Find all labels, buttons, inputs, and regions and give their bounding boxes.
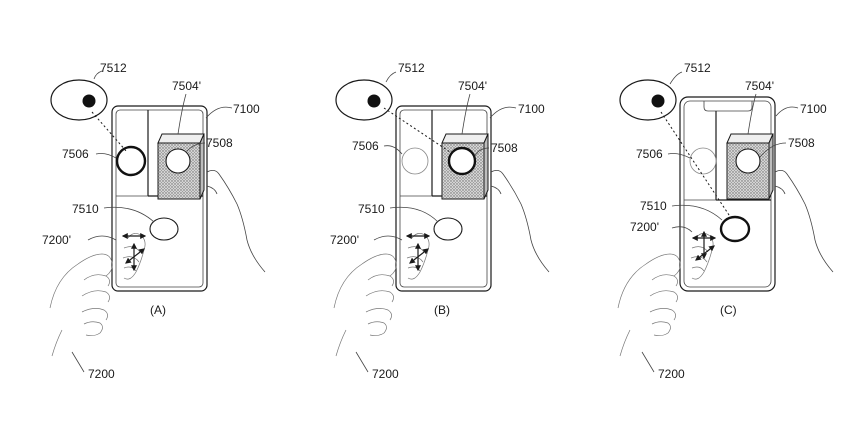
label-cursor: 7510 xyxy=(72,202,99,216)
device-screen xyxy=(115,109,204,288)
panel-a: 7512 7504' 7100 7506 7508 7510 7200' (A)… xyxy=(42,61,266,381)
label-icon-left: 7506 xyxy=(352,139,379,153)
pupil-icon xyxy=(367,94,381,108)
gaze-line xyxy=(383,107,451,153)
gesture-arrows xyxy=(691,230,717,261)
label-window: 7504' xyxy=(745,79,774,93)
gesture-hand-icon xyxy=(690,233,714,280)
icon-left xyxy=(401,147,429,175)
icon-right-selected xyxy=(447,146,477,176)
icon-left xyxy=(689,147,717,175)
gaze-line xyxy=(91,111,128,153)
device-frame xyxy=(111,105,208,292)
label-eye: 7512 xyxy=(398,61,425,75)
label-gesture: 7200' xyxy=(630,220,659,234)
eye-icon xyxy=(619,79,677,121)
label-cursor: 7510 xyxy=(640,199,667,213)
icon-left-selected xyxy=(115,145,147,177)
label-window: 7504' xyxy=(458,79,487,93)
hand-outline-icon xyxy=(49,253,113,357)
label-device: 7100 xyxy=(800,102,827,116)
holding-hand-icon xyxy=(490,170,550,273)
cursor-indicator xyxy=(149,217,179,241)
pupil-icon xyxy=(651,94,665,108)
label-device: 7100 xyxy=(518,102,545,116)
label-eye: 7512 xyxy=(684,61,711,75)
label-icon-left: 7506 xyxy=(62,147,89,161)
label-device: 7100 xyxy=(233,102,260,116)
gaze-line xyxy=(660,111,732,219)
caption-b: (B) xyxy=(434,303,450,317)
hand-outline-icon xyxy=(617,253,681,357)
label-window: 7504' xyxy=(172,79,201,93)
cursor-indicator-selected xyxy=(719,215,751,243)
holding-hand-icon xyxy=(774,170,834,273)
label-icon-right: 7508 xyxy=(491,141,518,155)
cursor-indicator xyxy=(433,217,463,241)
caption-c: (C) xyxy=(720,303,737,317)
eye-icon xyxy=(50,79,108,121)
label-hand: 7200 xyxy=(88,367,115,381)
hand-outline-icon xyxy=(333,253,397,357)
label-cursor: 7510 xyxy=(358,202,385,216)
device-frame xyxy=(395,105,492,292)
label-icon-right: 7508 xyxy=(206,136,233,150)
gesture-arrows xyxy=(405,233,431,272)
panel-c: 7512 7504' 7100 7506 7508 7510 7200' (C)… xyxy=(617,61,834,381)
icon-right xyxy=(735,148,761,174)
gesture-arrows xyxy=(121,233,147,272)
device-frame xyxy=(679,96,776,292)
label-gesture: 7200' xyxy=(330,233,359,247)
pupil-icon xyxy=(82,94,96,108)
holding-hand-icon xyxy=(206,170,266,273)
eye-icon xyxy=(335,79,393,121)
label-hand: 7200 xyxy=(658,367,685,381)
device-screen xyxy=(399,109,488,288)
caption-a: (A) xyxy=(150,303,166,317)
icon-right xyxy=(165,148,191,174)
label-eye: 7512 xyxy=(100,61,127,75)
panel-b: 7512 7504' 7100 7506 7508 7510 7200' (B)… xyxy=(330,61,550,381)
notch xyxy=(703,101,753,112)
label-icon-left: 7506 xyxy=(636,147,663,161)
label-hand: 7200 xyxy=(372,367,399,381)
label-gesture: 7200' xyxy=(42,233,71,247)
label-icon-right: 7508 xyxy=(788,136,815,150)
